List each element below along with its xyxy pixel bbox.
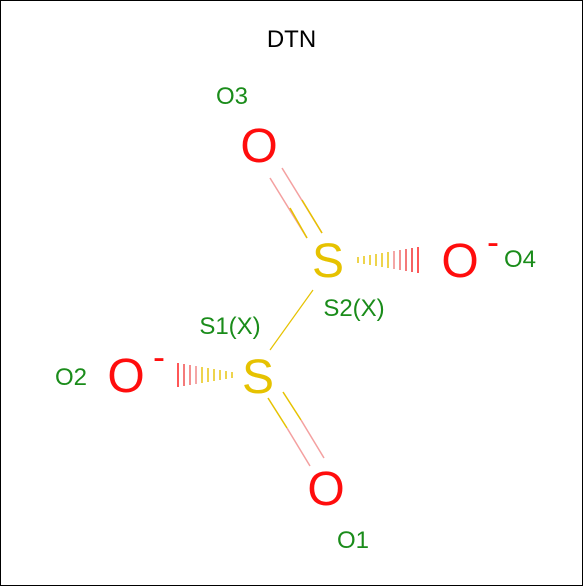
bond-s1-o1 — [267, 391, 325, 467]
molecule-title: DTN — [266, 26, 317, 53]
atom-o4-label: O4 — [504, 246, 536, 273]
atom-o2-label: O2 — [55, 364, 87, 391]
atom-o4-symbol: O — [441, 235, 478, 288]
atom-o3-symbol: O — [240, 120, 277, 173]
atom-s1-symbol: S — [242, 351, 274, 404]
atom-o2-charge: - — [153, 336, 165, 377]
bond-o3-s2 — [269, 167, 323, 239]
bond-s2-s1 — [269, 289, 314, 351]
bond-s1-o2 — [177, 363, 233, 387]
atom-o1-symbol: O — [307, 463, 344, 516]
atom-s2-label: S2(X) — [323, 295, 384, 322]
atom-s1-label: S1(X) — [199, 313, 260, 340]
atom-o1-label: O1 — [337, 527, 369, 554]
atom-o3-label: O3 — [216, 83, 248, 110]
bond-s2-o4 — [357, 247, 419, 273]
atom-o2-symbol: O — [107, 350, 144, 403]
atom-o4-charge: - — [487, 221, 499, 262]
atom-s2-symbol: S — [312, 235, 344, 288]
